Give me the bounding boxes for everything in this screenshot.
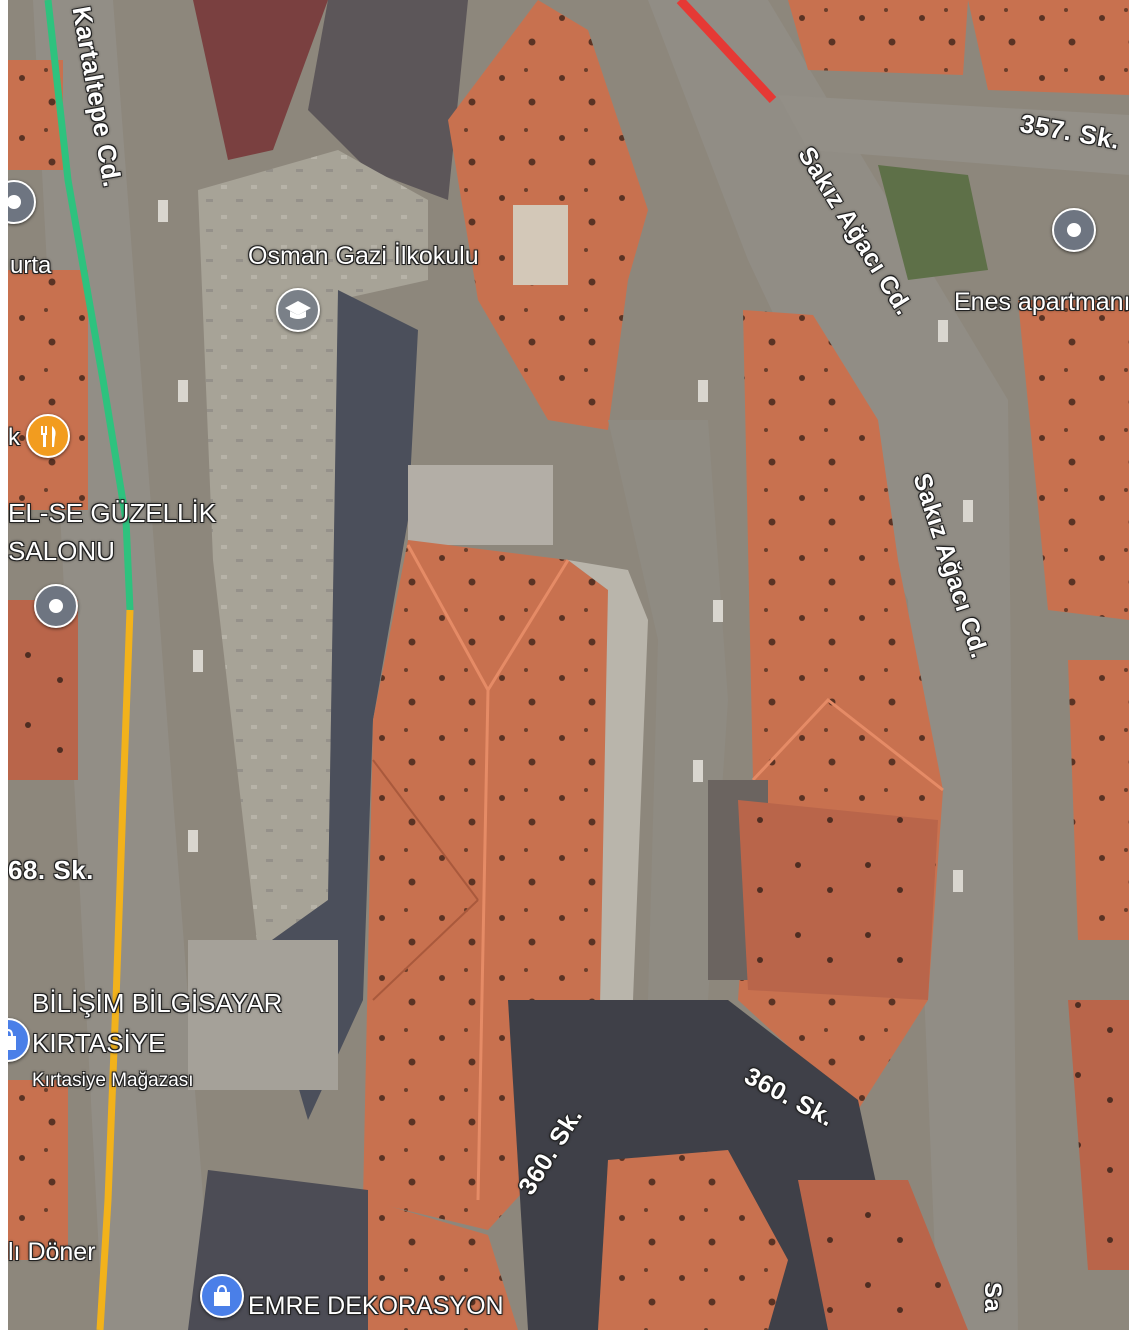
location-pin-icon	[1067, 223, 1081, 237]
shopping-bag-icon	[214, 1284, 230, 1306]
restaurant-icon	[41, 426, 56, 447]
place-label-bilisim-category: Kırtasiye Mağazası	[32, 1070, 194, 1091]
map-imagery	[8, 0, 1129, 1330]
street-label-sakiz-bottom: Sa	[979, 1282, 1006, 1313]
route-green	[44, 0, 134, 611]
place-pin-guzellik[interactable]	[34, 584, 78, 628]
place-label-emre[interactable]: EMRE DEKORASYON	[248, 1292, 504, 1320]
place-label-bilisim-line2[interactable]: KIRTASİYE	[32, 1028, 166, 1058]
street-label-368: 68. Sk.	[8, 855, 94, 885]
place-label-k[interactable]: k	[8, 424, 20, 451]
place-label-urta[interactable]: urta	[10, 252, 52, 279]
place-label-bilisim-line1[interactable]: BİLİŞİM BİLGİSAYAR	[32, 988, 283, 1018]
satellite-map[interactable]: Kartaltepe Cd. Sakız Ağacı Cd. Sakız Ağa…	[8, 0, 1129, 1330]
place-label-guzellik-line1[interactable]: EL-SE GÜZELLİK	[8, 498, 217, 528]
place-label-school[interactable]: Osman Gazi İlkokulu	[248, 242, 479, 270]
place-label-guzellik-line2[interactable]: SALONU	[8, 536, 115, 566]
place-label-doner[interactable]: lı Döner	[8, 1238, 96, 1266]
route-red	[676, 0, 777, 104]
place-pin-school[interactable]	[276, 288, 320, 332]
place-pin-enes[interactable]	[1052, 208, 1096, 252]
place-pin-restaurant[interactable]	[26, 414, 70, 458]
location-pin-icon	[49, 599, 63, 613]
location-pin-icon	[8, 195, 21, 209]
place-pin-bilisim[interactable]	[8, 1018, 30, 1062]
route-yellow	[96, 609, 134, 1330]
shopping-bag-icon	[8, 1028, 16, 1050]
school-icon	[285, 301, 311, 319]
place-pin-emre[interactable]	[200, 1274, 244, 1318]
place-label-enes[interactable]: Enes apartmanı	[954, 288, 1129, 316]
place-pin-left-top[interactable]	[8, 180, 36, 224]
